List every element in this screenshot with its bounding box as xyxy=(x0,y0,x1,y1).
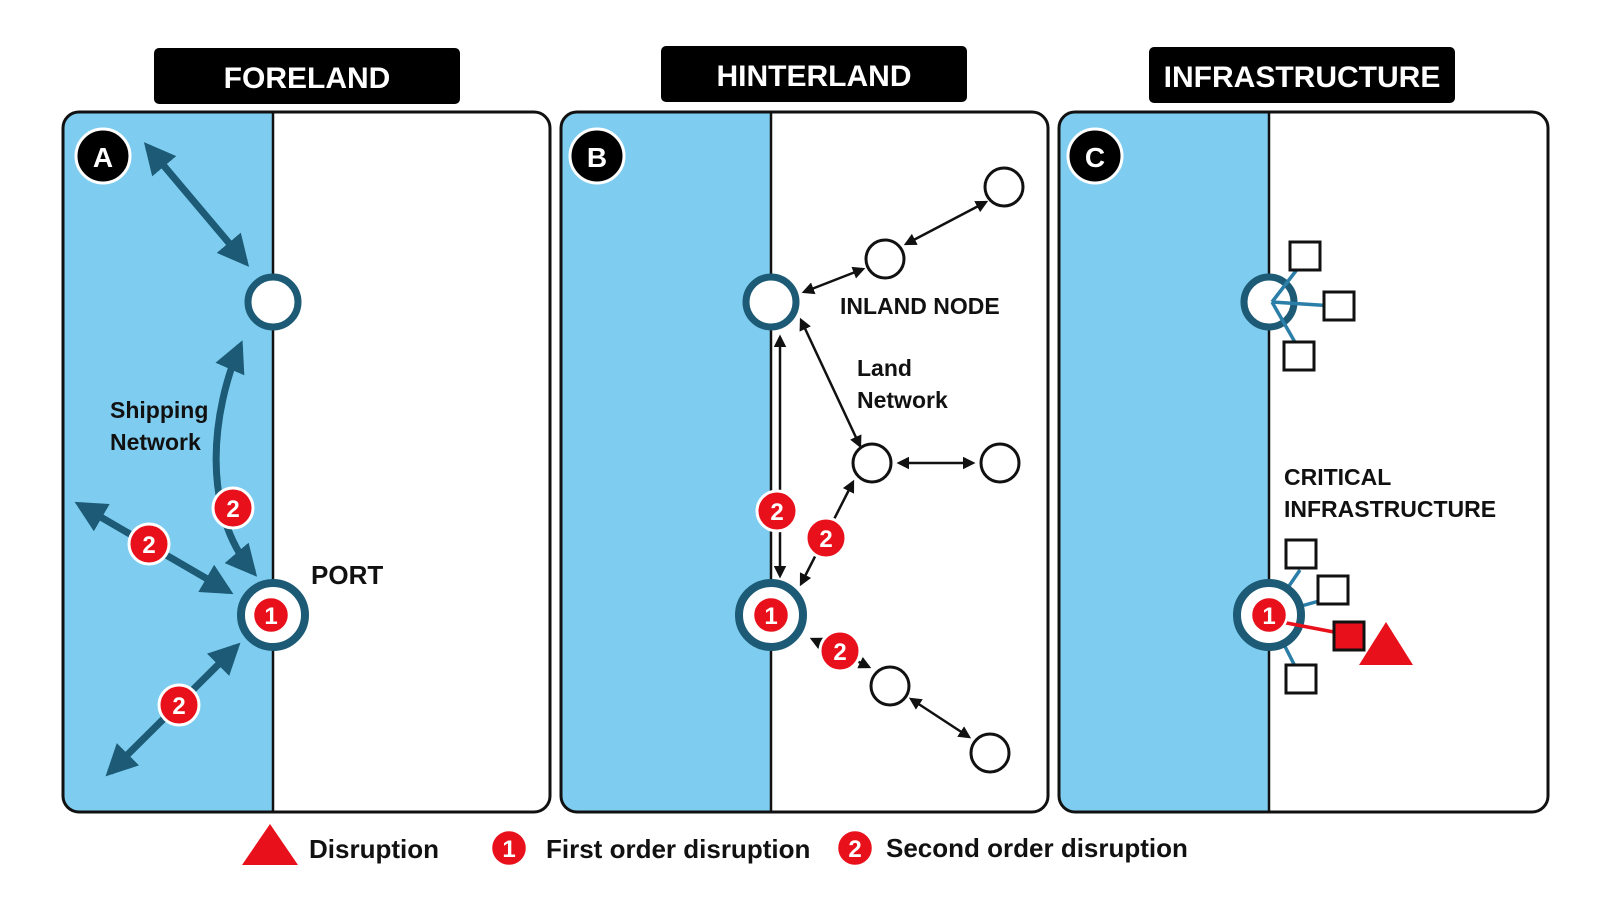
hinterland-sea xyxy=(561,112,771,812)
disrupted-asset xyxy=(1332,620,1366,652)
header-hinterland-text: HINTERLAND xyxy=(717,60,912,93)
legend: Disruption 1 First order disruption 2 Se… xyxy=(242,824,1188,868)
shipping-network-label-line1: Shipping xyxy=(110,397,208,423)
svg-text:B: B xyxy=(587,142,607,173)
panel-frame xyxy=(61,110,552,814)
land-arrow xyxy=(801,266,866,295)
land-arrow xyxy=(799,317,862,449)
port-label: PORT xyxy=(311,560,383,590)
inland-node xyxy=(969,732,1011,774)
svg-text:2: 2 xyxy=(142,532,155,559)
svg-text:2: 2 xyxy=(848,836,861,863)
inland-node xyxy=(864,238,906,280)
infrastructure-asset xyxy=(1316,574,1350,606)
inland-node xyxy=(983,166,1025,208)
second-order-badge: 2 xyxy=(804,516,848,560)
infrastructure-asset xyxy=(1284,538,1318,570)
inland-node xyxy=(851,442,893,484)
first-order-badge: 1 xyxy=(251,595,291,635)
panel-letter-a: A xyxy=(74,127,132,185)
svg-text:1: 1 xyxy=(502,836,515,863)
svg-text:2: 2 xyxy=(770,499,783,526)
first-order-badge: 1 xyxy=(1249,595,1289,635)
svg-text:1: 1 xyxy=(1262,603,1275,630)
land-network-label-line2: Network xyxy=(857,387,948,413)
legend-item-second-order: 2 Second order disruption xyxy=(835,828,1188,868)
panel-letter-b: B xyxy=(568,127,626,185)
svg-text:2: 2 xyxy=(172,693,185,720)
svg-text:1: 1 xyxy=(764,603,777,630)
inland-node-label: INLAND NODE xyxy=(840,293,1000,319)
second-order-badge: 2 xyxy=(818,629,862,673)
land-arrow xyxy=(903,200,989,246)
inland-node xyxy=(979,442,1021,484)
panel-infrastructure: INFRASTRUCTURE C xyxy=(1057,47,1550,814)
disruption-triangle-icon xyxy=(242,824,298,865)
panel-frame xyxy=(559,110,1050,814)
panel-foreland: FORELAND A 1 2 xyxy=(61,48,552,814)
legend-item-first-order: 1 First order disruption xyxy=(489,828,810,868)
shipping-network-label-line2: Network xyxy=(110,429,201,455)
header-foreland-text: FORELAND xyxy=(224,62,391,95)
second-order-badge: 2 xyxy=(211,486,255,530)
svg-text:A: A xyxy=(93,142,113,173)
land-network-label-line1: Land xyxy=(857,355,912,381)
land-routes xyxy=(773,200,989,739)
legend-first-order-label: First order disruption xyxy=(546,834,810,864)
header-foreland: FORELAND xyxy=(154,48,460,104)
critical-infrastructure-label-line2: INFRASTRUCTURE xyxy=(1284,496,1496,522)
legend-disruption-label: Disruption xyxy=(309,834,439,864)
legend-second-order-label: Second order disruption xyxy=(886,833,1188,863)
second-order-badge: 2 xyxy=(755,489,799,533)
header-hinterland: HINTERLAND xyxy=(661,46,967,102)
port-node-north xyxy=(742,273,800,331)
infrastructure-sea xyxy=(1059,112,1269,812)
infrastructure-asset xyxy=(1322,290,1356,322)
inland-node xyxy=(869,665,911,707)
header-infrastructure-text: INFRASTRUCTURE xyxy=(1164,61,1441,94)
infrastructure-asset xyxy=(1282,340,1316,372)
first-order-icon xyxy=(489,828,529,868)
svg-text:2: 2 xyxy=(226,496,239,523)
second-order-badge: 2 xyxy=(157,683,201,727)
panel-frame xyxy=(1057,110,1550,814)
infrastructure-asset xyxy=(1284,663,1318,695)
svg-text:1: 1 xyxy=(264,603,277,630)
second-order-icon xyxy=(835,828,875,868)
legend-item-disruption: Disruption xyxy=(242,824,439,865)
header-infrastructure: INFRASTRUCTURE xyxy=(1149,47,1455,103)
critical-infrastructure-label-line1: CRITICAL xyxy=(1284,464,1391,490)
disruption-icon xyxy=(1359,622,1413,665)
port-node-north xyxy=(244,273,302,331)
svg-text:2: 2 xyxy=(833,639,846,666)
svg-text:C: C xyxy=(1085,142,1105,173)
land-arrow xyxy=(908,697,972,739)
shipping-arrow-north xyxy=(143,142,250,267)
panel-hinterland: HINTERLAND B xyxy=(559,46,1050,814)
infrastructure-asset xyxy=(1288,240,1322,272)
panel-letter-c: C xyxy=(1066,127,1124,185)
second-order-badge: 2 xyxy=(127,522,171,566)
svg-text:2: 2 xyxy=(819,526,832,553)
first-order-badge: 1 xyxy=(751,595,791,635)
shipping-arrow-curved xyxy=(212,340,258,577)
